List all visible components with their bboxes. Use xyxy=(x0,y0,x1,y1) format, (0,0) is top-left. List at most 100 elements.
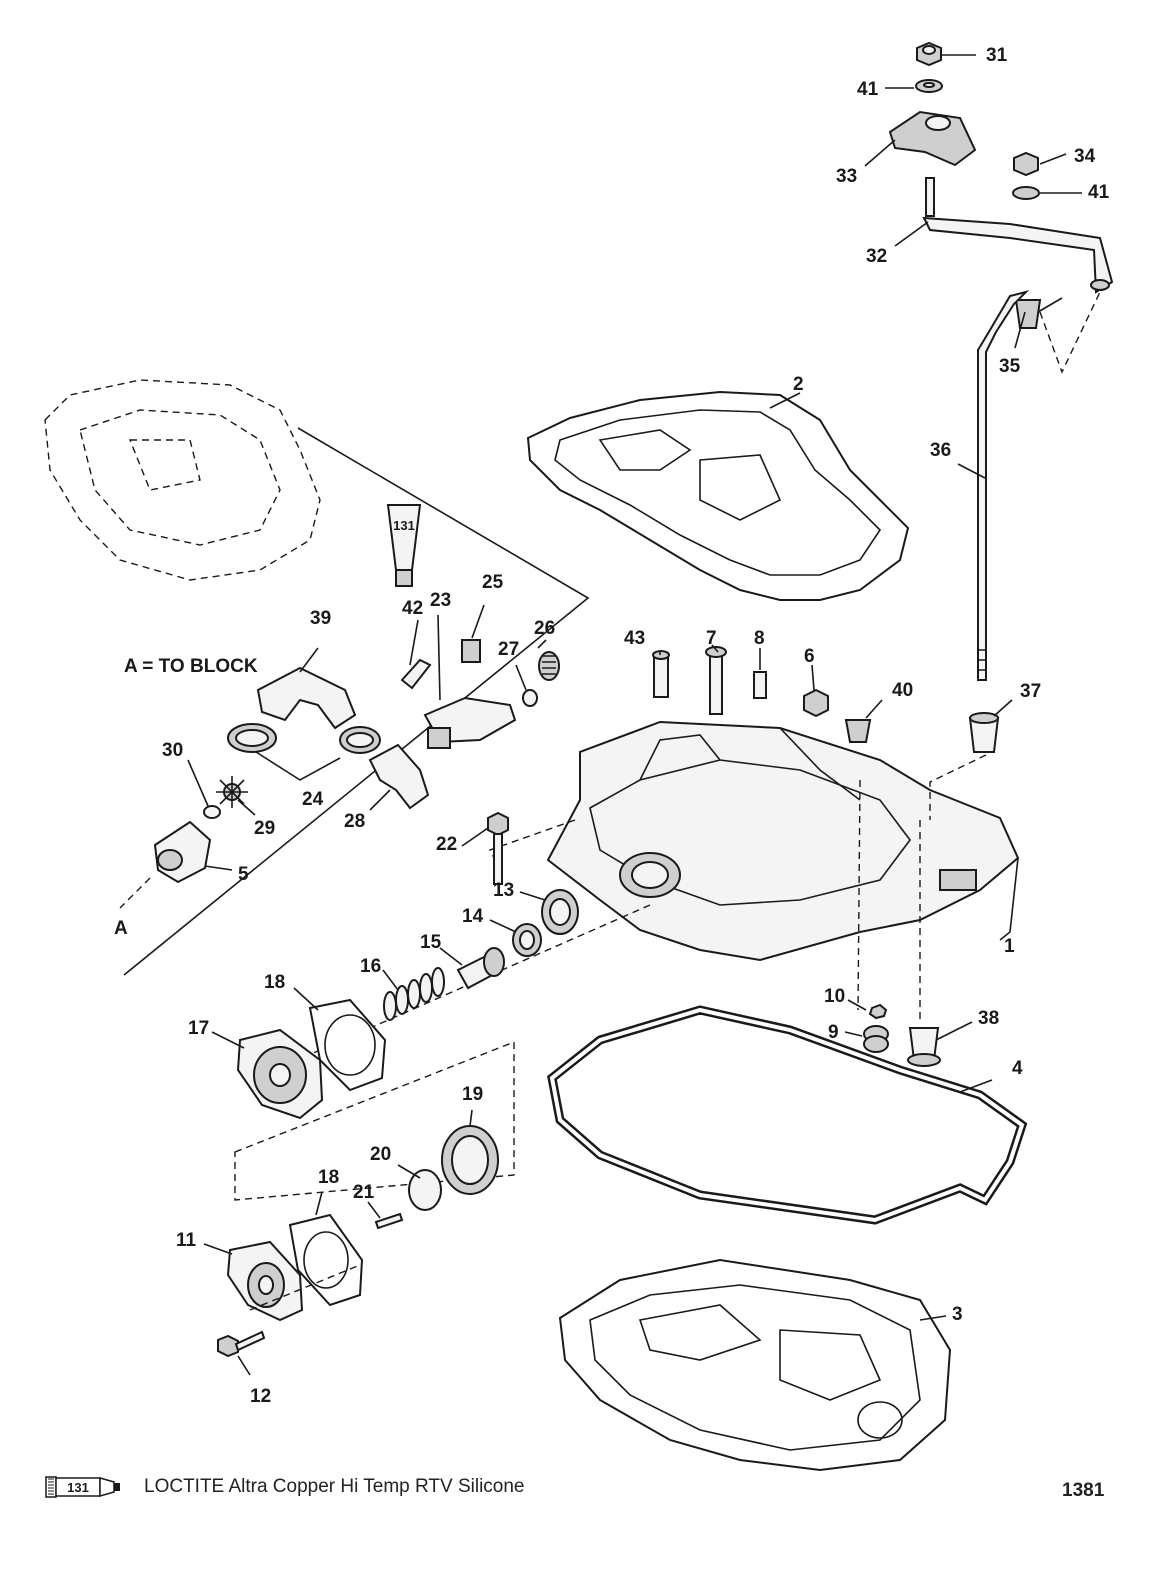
callout-38: 38 xyxy=(978,1008,999,1029)
seal-4 xyxy=(547,1005,1028,1225)
hose-42 xyxy=(400,658,432,690)
leader-A xyxy=(119,877,151,909)
callout-32: 32 xyxy=(866,246,887,267)
washer-41-upper xyxy=(915,79,943,93)
callout-22: 22 xyxy=(436,834,457,855)
screen-10 xyxy=(868,1003,888,1020)
callout-16: 16 xyxy=(360,956,381,977)
bushing-38 xyxy=(907,1027,941,1067)
callout-41-lower: 41 xyxy=(1088,182,1110,203)
dowel-8 xyxy=(753,671,767,699)
engine-block-outline xyxy=(44,379,321,581)
oring-27 xyxy=(522,689,538,707)
cover-17 xyxy=(236,1028,324,1120)
grommet-40 xyxy=(844,719,872,743)
callout-31: 31 xyxy=(986,45,1008,66)
callout-30: 30 xyxy=(162,740,183,761)
bushing-35 xyxy=(1014,299,1042,329)
gasket-18-upper xyxy=(308,998,387,1092)
callout-26: 26 xyxy=(534,618,555,639)
callout-27: 27 xyxy=(498,639,519,660)
callout-42: 42 xyxy=(402,598,423,619)
callout-21: 21 xyxy=(353,1182,375,1203)
pin-7 xyxy=(705,646,727,715)
leader-water-pump xyxy=(269,904,651,1073)
callout-4: 4 xyxy=(1012,1058,1023,1079)
clip-25 xyxy=(461,639,481,663)
spider-29 xyxy=(216,776,248,808)
bolt-22 xyxy=(487,811,509,885)
bolt-12 xyxy=(217,1330,266,1358)
callout-36: 36 xyxy=(930,440,951,461)
thermostat-26 xyxy=(538,651,560,681)
clamp-24-right xyxy=(339,726,381,754)
fitting-43 xyxy=(652,650,670,698)
legend-text: LOCTITE Altra Copper Hi Temp RTV Silicon… xyxy=(144,1476,525,1497)
loctite-tube-icon: 131 xyxy=(45,1476,120,1498)
plug-6 xyxy=(803,688,829,718)
shaft-15 xyxy=(456,947,505,990)
legend-code: 131 xyxy=(67,1480,89,1495)
callout-12: 12 xyxy=(250,1386,271,1407)
callout-8: 8 xyxy=(754,628,765,649)
seal-13 xyxy=(541,889,579,935)
leader-37 xyxy=(929,754,987,820)
seal-14 xyxy=(512,923,542,957)
oring-30 xyxy=(203,805,221,819)
alternate-parts-box xyxy=(234,1040,515,1201)
group-bracket-lines xyxy=(123,427,590,976)
callout-40: 40 xyxy=(892,680,913,701)
callout-19: 19 xyxy=(462,1084,483,1105)
callout-35: 35 xyxy=(999,356,1021,377)
leader-22 xyxy=(489,819,576,871)
diaphragm-19 xyxy=(441,1125,499,1195)
tube-label: 131 xyxy=(393,518,415,533)
callout-1: 1 xyxy=(1004,936,1015,957)
callout-34: 34 xyxy=(1074,146,1096,167)
callout-23: 23 xyxy=(430,590,451,611)
diagram-number: 1381 xyxy=(1062,1480,1105,1501)
callout-10: 10 xyxy=(824,986,845,1007)
callout-18-upper: 18 xyxy=(264,972,285,993)
callout-2: 2 xyxy=(793,374,804,395)
shift-lever-32 xyxy=(922,177,1114,294)
legend: 131 LOCTITE Altra Copper Hi Temp RTV Sil… xyxy=(44,1472,525,1502)
callout-13: 13 xyxy=(493,880,514,901)
callout-39: 39 xyxy=(310,608,331,629)
loctite-tube-131: 131 xyxy=(386,504,422,587)
shift-nut-31 xyxy=(916,41,942,67)
callout-18-lower: 18 xyxy=(318,1167,339,1188)
callout-6: 6 xyxy=(804,646,815,667)
shift-rod-36 xyxy=(977,290,1030,681)
callout-11: 11 xyxy=(176,1230,197,1251)
callout-43: 43 xyxy=(624,628,645,649)
callout-3: 3 xyxy=(952,1304,963,1325)
callout-15: 15 xyxy=(420,932,442,953)
callout-24: 24 xyxy=(302,789,324,810)
cover-11 xyxy=(226,1240,304,1322)
screw-21 xyxy=(374,1212,404,1230)
gasket-2 xyxy=(526,390,910,601)
callout-5: 5 xyxy=(238,864,249,885)
callout-29: 29 xyxy=(254,818,275,839)
fitting-23 xyxy=(423,696,517,749)
grommet-9 xyxy=(863,1025,889,1053)
callout-37: 37 xyxy=(1020,681,1041,702)
callout-25: 25 xyxy=(482,572,504,593)
callout-7: 7 xyxy=(706,628,717,649)
clamp-24-left xyxy=(227,723,277,753)
leader-lines xyxy=(187,54,1101,1376)
callout-41-upper: 41 xyxy=(857,79,879,100)
disc-20 xyxy=(408,1169,442,1211)
leader-10 xyxy=(857,779,861,1011)
shift-bracket-33 xyxy=(888,110,977,167)
callout-28: 28 xyxy=(344,811,365,832)
hose-39 xyxy=(256,666,357,730)
elbow-28 xyxy=(368,743,430,810)
leader-11 xyxy=(249,1264,361,1311)
gasket-3 xyxy=(558,1258,952,1472)
bushing-37 xyxy=(968,712,1000,753)
callout-9: 9 xyxy=(828,1022,839,1043)
callout-17: 17 xyxy=(188,1018,209,1039)
